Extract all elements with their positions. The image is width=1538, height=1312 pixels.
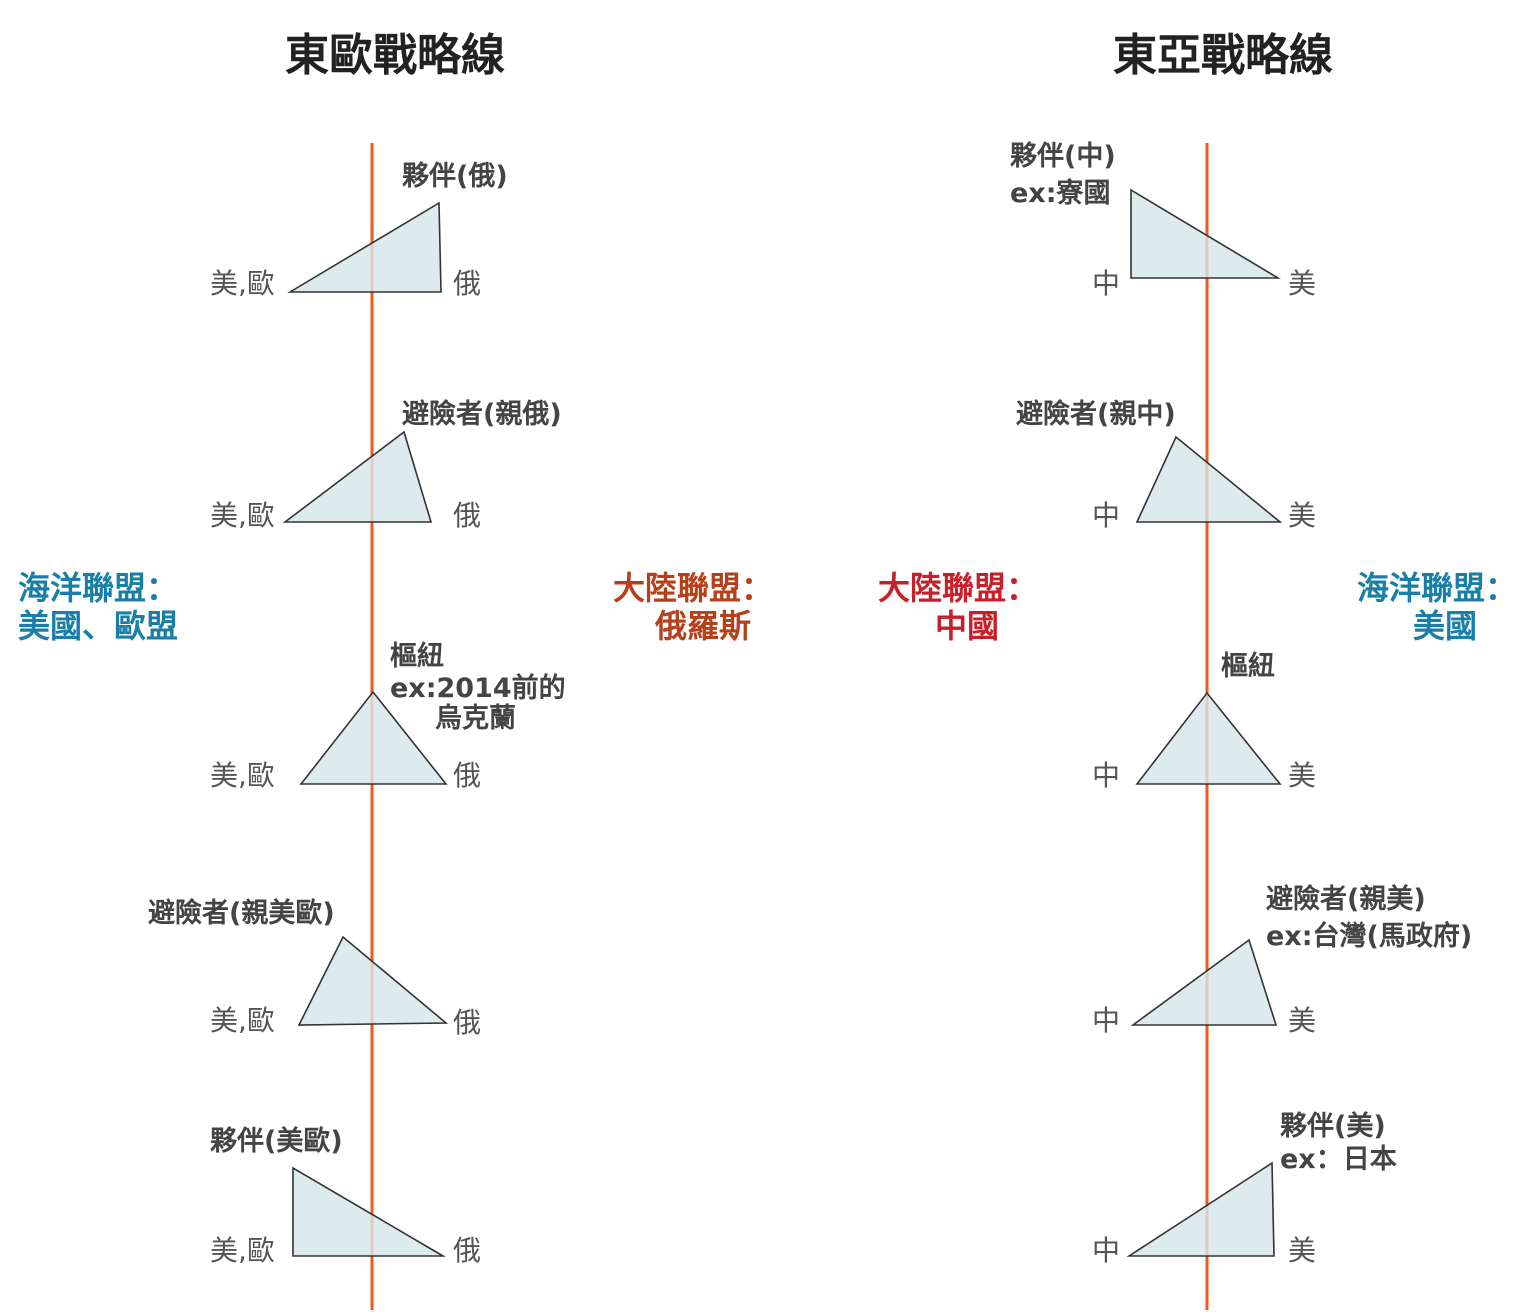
label: ex：日本 [1280,1144,1397,1175]
label: ex:2014前的 [390,672,566,704]
triangle-right-3 [1135,691,1282,785]
left-sea-alliance: 海洋聯盟： [18,569,178,607]
end-label-right: 俄 [453,759,481,792]
right-sea-alliance: 海洋聯盟： [1357,569,1517,607]
triangle-right-5 [1126,1161,1275,1257]
left-land-alliance: 大陸聯盟： [613,569,773,607]
left-labels: 夥伴(俄) 避險者(親俄) 樞紐 ex:2014前的 烏克蘭 避險者(親美歐) … [148,161,566,1267]
triangle-left-1 [287,201,442,293]
end-label-right: 美 [1288,759,1316,792]
label: 夥伴(俄) [402,161,508,192]
label: 避險者(親中) [1016,398,1176,430]
label: 樞紐 [1221,650,1275,682]
label: 避險者(親美歐) [148,897,335,929]
end-label-right: 美 [1288,1004,1316,1037]
end-label-left: 中 [1092,759,1120,792]
left-title: 東歐戰略線 [285,30,505,81]
label: 避險者(親俄) [402,398,562,430]
triangle-right-1 [1130,188,1281,279]
end-label-right: 美 [1288,499,1316,532]
right-title: 東亞戰略線 [1113,30,1333,81]
end-label-right: 美 [1288,1234,1316,1267]
end-label-left: 美,歐 [210,1234,275,1267]
end-label-left: 美,歐 [210,759,275,792]
label: 夥伴(中) [1010,141,1116,172]
right-land-alliance: 大陸聯盟： [878,569,1038,607]
right-sea-members: 美國 [1413,607,1477,645]
triangle-right-2 [1135,435,1283,523]
triangle-left-5 [292,1166,446,1257]
end-label-left: 美,歐 [210,499,275,532]
label: 夥伴(美歐) [210,1125,343,1157]
label: 避險者(親美) [1266,883,1426,915]
end-label-left: 美,歐 [210,1004,275,1037]
end-label-left: 中 [1092,1004,1120,1037]
end-label-right: 俄 [453,1234,481,1267]
label: ex:台灣(馬政府) [1266,920,1472,952]
triangle-left-4 [297,935,449,1026]
end-label-right: 美 [1288,267,1316,300]
right-labels: 夥伴(中) ex:寮國 避險者(親中) 樞紐 避險者(親美) ex:台灣(馬政府… [1010,141,1472,1267]
label: 烏克蘭 [435,702,516,734]
triangle-left-3 [299,690,448,785]
end-label-left: 中 [1092,499,1120,532]
label: 樞紐 [390,640,444,672]
triangle-left-2 [282,430,433,523]
end-label-left: 中 [1092,267,1120,300]
end-label-right: 俄 [453,267,481,300]
end-label-right: 俄 [453,499,481,532]
end-label-left: 中 [1092,1234,1120,1267]
left-sea-members: 美國、歐盟 [18,607,178,645]
right-land-members: 中國 [935,607,999,645]
left-land-members: 俄羅斯 [654,607,751,645]
end-label-right: 俄 [453,1006,481,1039]
label: ex:寮國 [1010,177,1111,209]
end-label-left: 美,歐 [210,267,275,300]
label: 夥伴(美) [1280,1110,1386,1142]
triangle-right-4 [1130,938,1278,1026]
